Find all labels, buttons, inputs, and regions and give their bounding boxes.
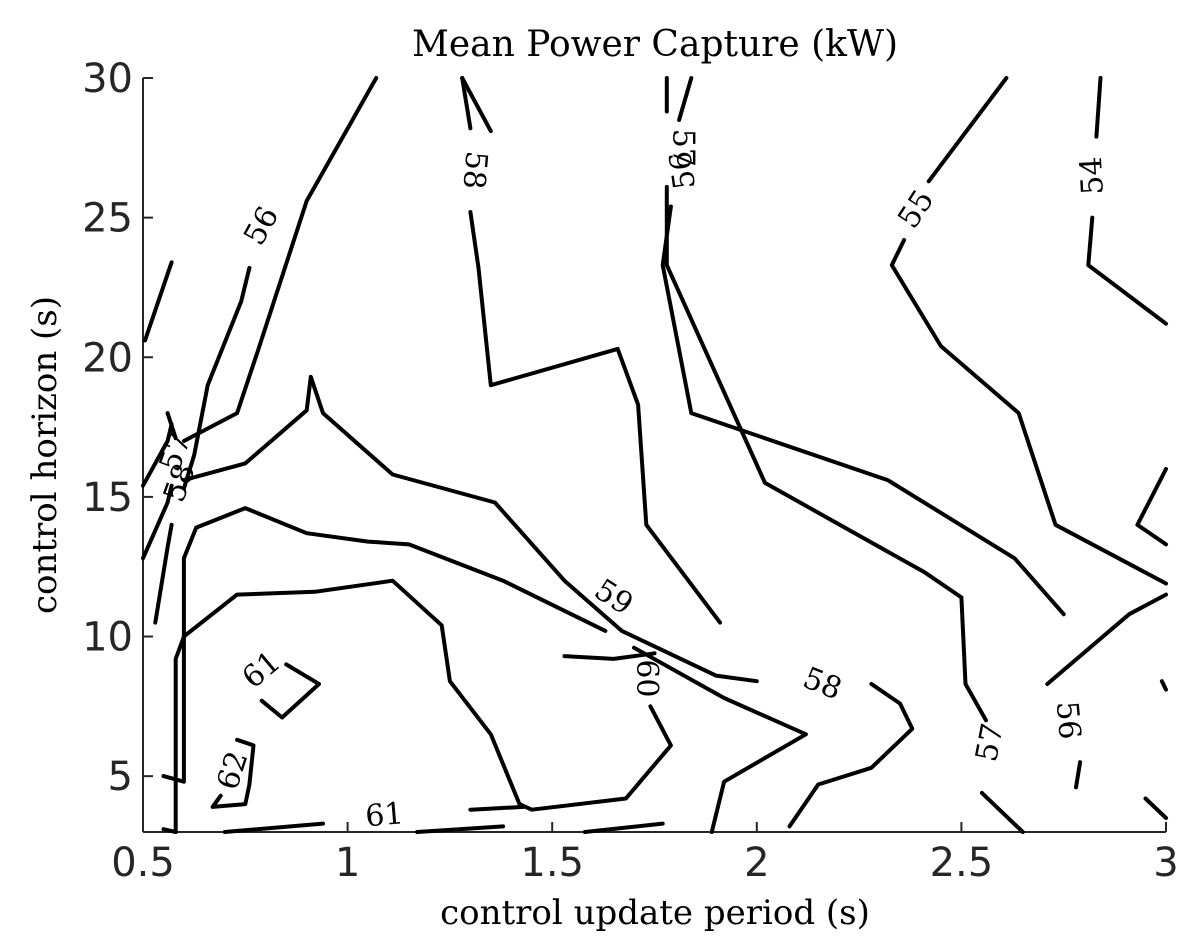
contour-line-58 (153, 522, 174, 625)
y-tick-label: 25 (82, 196, 133, 242)
x-tick-label: 0.5 (111, 840, 175, 886)
contour-line-61 (259, 662, 321, 720)
contour-label-57: 57 (666, 129, 701, 167)
contour-line-54 (1086, 215, 1168, 326)
contour-label-55: 55 (891, 184, 941, 235)
contour-line-56 (677, 76, 694, 122)
chart-title: Mean Power Capture (kW) (412, 24, 898, 65)
y-tick-label: 20 (82, 335, 133, 381)
contour-label-56: 56 (1049, 700, 1087, 741)
contour-label-60: 60 (629, 659, 664, 697)
x-tick-label: 1 (335, 840, 360, 886)
contour-line-59 (161, 827, 178, 834)
y-axis-label: control horizon (s) (25, 296, 65, 614)
contour-line-60 (173, 578, 673, 834)
contour-line-59 (161, 506, 608, 784)
contour-line-57 (181, 76, 379, 443)
contour-line-58 (181, 374, 759, 684)
contour-line-55 (889, 238, 1168, 586)
contour-label-59: 59 (588, 572, 639, 622)
contour-line-57 (141, 422, 174, 488)
x-ticks: 0.5 1 1.5 2 2.5 3 (111, 822, 1179, 886)
x-tick-label: 2 (744, 840, 769, 886)
contour-lines (141, 76, 1168, 834)
contour-label-61: 61 (236, 644, 288, 695)
contour-line-55 (926, 76, 1009, 184)
contour-line-59 (632, 645, 808, 834)
contour-line-58 (460, 76, 493, 134)
contour-line-56 (143, 260, 174, 343)
contour-label-57: 57 (969, 720, 1011, 764)
contour-line-55 (1143, 796, 1168, 820)
contour-label-54: 54 (1074, 156, 1111, 196)
contour-line-58 (787, 682, 915, 829)
contour-line-58 (468, 210, 722, 625)
contour-line-54 (1159, 679, 1168, 692)
contour-line-62 (210, 737, 256, 809)
y-tick-label: 30 (82, 56, 133, 102)
contour-label-61: 61 (364, 796, 405, 834)
contour-line-58 (141, 483, 174, 561)
contour-label-56: 56 (663, 149, 703, 192)
x-tick-label: 1.5 (520, 840, 584, 886)
y-tick-label: 15 (82, 475, 133, 521)
contour-line-60 (582, 821, 665, 834)
y-tick-label: 5 (108, 754, 133, 800)
x-axis-label: control update period (s) (440, 893, 870, 933)
x-tick-label: 2.5 (930, 840, 994, 886)
axes (142, 78, 1166, 833)
x-tick-label: 3 (1153, 840, 1178, 886)
contour-label-58: 58 (798, 661, 847, 708)
contour-line-54 (1135, 467, 1168, 547)
y-ticks: 5 10 15 20 25 30 (82, 56, 153, 800)
contour-line-58 (165, 411, 178, 441)
contour-line-57 (664, 184, 988, 723)
contour-label-56: 56 (237, 201, 286, 251)
contour-line-60 (415, 824, 506, 834)
contour-line-57 (979, 790, 1025, 834)
contour-line-54 (1094, 76, 1103, 139)
y-tick-label: 10 (82, 615, 133, 661)
contour-line-56 (1074, 760, 1083, 790)
contour-line-56 (181, 265, 252, 491)
contour-line-61 (468, 804, 526, 812)
contour-line-60 (562, 651, 657, 661)
contour-label-58: 58 (455, 150, 493, 191)
contour-line-57 (460, 76, 473, 131)
contour-line-56 (1045, 592, 1168, 686)
contour-line-61 (222, 821, 325, 834)
contour-line-56 (660, 204, 1066, 617)
